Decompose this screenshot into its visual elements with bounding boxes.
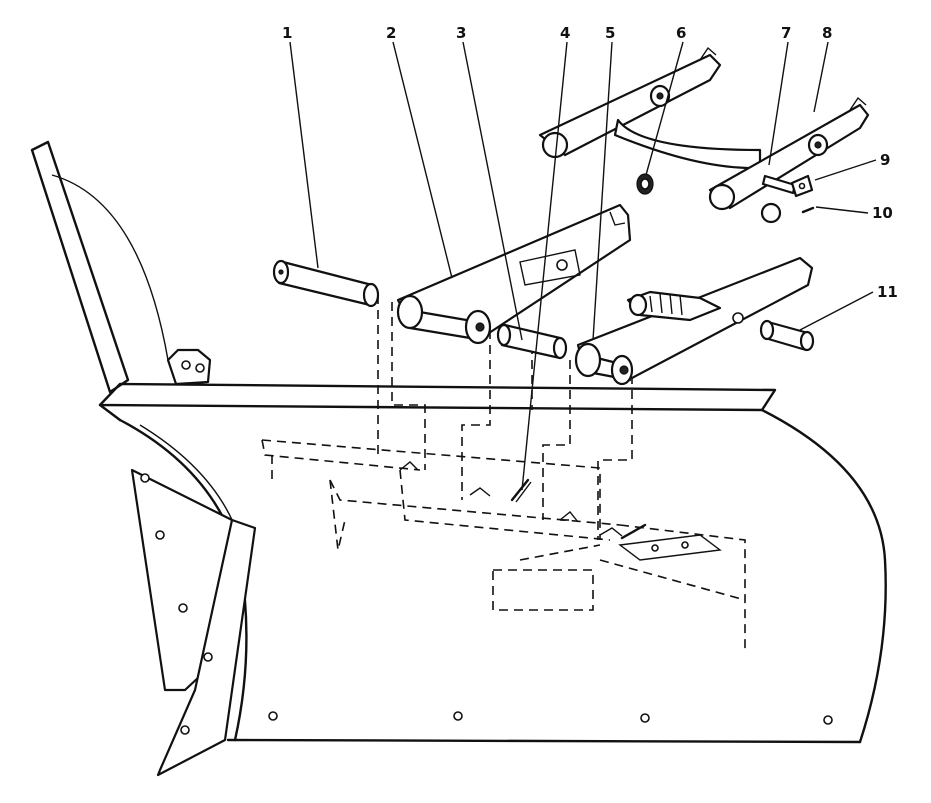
part-9-washer	[790, 174, 814, 198]
callout-4: 4	[560, 24, 570, 42]
part-8-mounting-frame	[538, 46, 870, 211]
side-wing	[30, 140, 257, 777]
part-4-cotter-pin	[510, 478, 532, 503]
callout-2: 2	[386, 24, 396, 42]
callout-11: 11	[877, 283, 898, 301]
part-3-pin	[496, 323, 568, 360]
part-7-pin	[760, 174, 797, 224]
part-5-right-arm	[574, 256, 814, 386]
callout-8: 8	[822, 24, 832, 42]
blade-bolt-holes	[268, 711, 833, 725]
alignment-lines	[377, 295, 633, 540]
part-10-clip	[801, 206, 815, 214]
callout-labels: 1 2 3 4 5 6 7 8 9 10 11	[282, 24, 898, 301]
part-11-pin	[759, 319, 815, 352]
callout-9: 9	[880, 151, 890, 169]
part-1-pin	[272, 259, 380, 308]
part-6-spring	[636, 173, 654, 195]
hitch-cotter-pin	[620, 523, 647, 540]
callout-6: 6	[676, 24, 686, 42]
callout-10: 10	[872, 204, 893, 222]
callout-5: 5	[605, 24, 615, 42]
part-2-left-arm	[396, 203, 632, 345]
callout-leaders	[289, 41, 877, 491]
hidden-mounting-frame	[261, 439, 746, 650]
callout-3: 3	[456, 24, 466, 42]
callout-1: 1	[282, 24, 292, 42]
callout-7: 7	[781, 24, 791, 42]
